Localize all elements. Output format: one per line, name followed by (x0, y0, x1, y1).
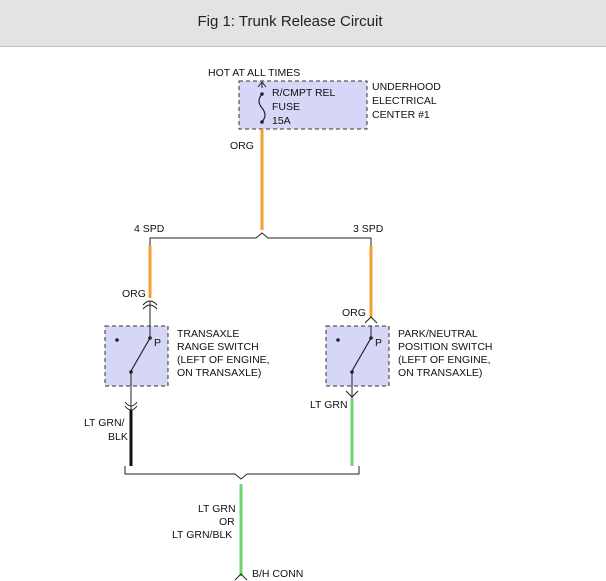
figure-header: Fig 1: Trunk Release Circuit (0, 0, 606, 47)
output-connector-label: B/H CONN (252, 568, 303, 580)
left-switch-desc-line2: RANGE SWITCH (177, 341, 259, 353)
left-switch-blade-icon (130, 337, 151, 372)
park-neutral-position-switch (325, 325, 390, 387)
left-output-wire-label-line2: BLK (108, 431, 128, 443)
fuse-top-terminal-icon (257, 81, 267, 88)
output-wire-label-line2: OR (219, 516, 235, 528)
fuse-output-wire-label: ORG (230, 140, 254, 152)
left-switch-pin-label: P (154, 337, 161, 349)
branch-label-4spd: 4 SPD (134, 223, 165, 235)
right-input-connector-icon (364, 316, 378, 324)
left-switch-desc-line4: ON TRANSAXLE) (177, 367, 261, 379)
left-input-wire-label: ORG (122, 288, 146, 300)
fuse-dot-top (260, 92, 264, 96)
fuse-rating: 15A (272, 115, 291, 127)
figure-title: Fig 1: Trunk Release Circuit (197, 13, 383, 30)
fuse-location-line3: CENTER #1 (372, 109, 430, 121)
right-switch-dot (336, 338, 340, 342)
output-wire-label-line3: LT GRN/BLK (172, 529, 232, 541)
left-switch-desc-line1: TRANSAXLE (177, 328, 239, 340)
fuse-element-icon (258, 93, 266, 123)
right-input-wire-label: ORG (342, 307, 366, 319)
right-switch-desc-line1: PARK/NEUTRAL (398, 328, 478, 340)
transaxle-range-switch (104, 325, 169, 387)
left-output-wire-label-line1: LT GRN/ (84, 417, 125, 429)
fuse-name-line2: FUSE (272, 101, 300, 113)
right-switch-desc-line2: POSITION SWITCH (398, 341, 493, 353)
fuse-location-line1: UNDERHOOD (372, 81, 441, 93)
right-switch-desc-line3: (LEFT OF ENGINE, (398, 354, 491, 366)
top-splice-bus (149, 232, 372, 246)
right-switch-pin-label: P (375, 337, 382, 349)
fuse-name-line1: R/CMPT REL (272, 87, 336, 99)
left-switch-dot (115, 338, 119, 342)
power-source-label: HOT AT ALL TIMES (208, 67, 300, 79)
fuse-location-line2: ELECTRICAL (372, 95, 437, 107)
fuse-dot-bottom (260, 120, 264, 124)
output-wire-label-line1: LT GRN (198, 503, 236, 515)
right-output-wire-label: LT GRN (310, 399, 348, 411)
branch-label-3spd: 3 SPD (353, 223, 384, 235)
right-switch-desc-line4: ON TRANSAXLE) (398, 367, 482, 379)
right-switch-blade-icon (351, 337, 372, 372)
bottom-splice-bus (124, 466, 360, 480)
output-connector-icon (234, 573, 248, 581)
left-switch-desc-line3: (LEFT OF ENGINE, (177, 354, 270, 366)
